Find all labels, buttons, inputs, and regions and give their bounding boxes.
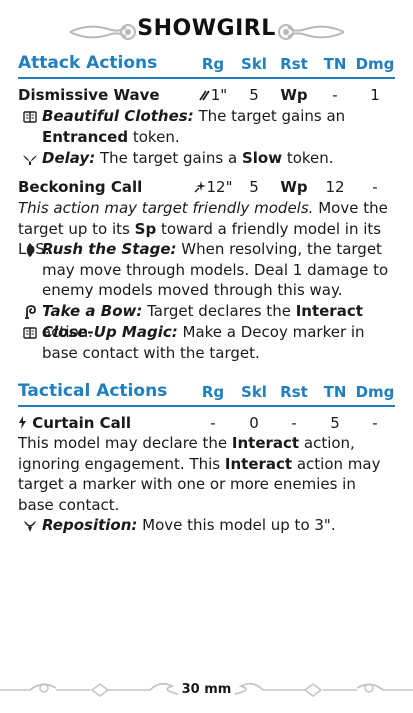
col-rst: Rst bbox=[280, 383, 308, 401]
col-dmg: Dmg bbox=[355, 383, 395, 401]
magic-icon bbox=[193, 181, 206, 193]
tactical-actions-heading: Tactical Actions bbox=[18, 381, 168, 401]
model-title: SHOWGIRL bbox=[137, 16, 276, 41]
desc-italic: This action may target friendly models. bbox=[18, 199, 314, 217]
damage-cell: 1 bbox=[370, 86, 380, 104]
trigger-keyword: Interact bbox=[295, 302, 363, 320]
action-row: Beckoning Call 12" 5 Wp 12 - bbox=[18, 178, 395, 198]
desc-text: Move the target up to its bbox=[18, 199, 388, 238]
trigger: Take a Bow: Target declares the Interact… bbox=[18, 301, 395, 341]
trigger-desc: Target declares the bbox=[142, 302, 296, 320]
range-cell: 12" bbox=[190, 178, 236, 196]
trigger-desc: action. bbox=[42, 322, 93, 341]
trigger-name: Delay: bbox=[42, 149, 96, 167]
trigger-desc: token. bbox=[282, 149, 334, 167]
mask-icon bbox=[23, 327, 37, 339]
desc-text: This model may declare the bbox=[18, 434, 232, 452]
trigger: Delay: The target gains a Slow token. bbox=[18, 148, 395, 169]
trigger-text: Close-Up Magic: Make a Decoy marker in b… bbox=[42, 322, 395, 363]
desc-text: action, ignoring engagement. This bbox=[18, 434, 355, 473]
mask-icon bbox=[23, 111, 37, 123]
trigger-desc: Make a Decoy marker in base contact with… bbox=[42, 323, 365, 362]
tn-cell: 5 bbox=[330, 414, 340, 432]
col-skl: Skl bbox=[241, 55, 267, 73]
trigger: Close-Up Magic: Make a Decoy marker in b… bbox=[18, 322, 395, 364]
skill-cell: 5 bbox=[249, 86, 259, 104]
trigger-keyword: Entranced bbox=[42, 127, 129, 146]
right-flourish-icon bbox=[278, 24, 345, 40]
range-cell: 1" bbox=[193, 86, 233, 104]
action-description: This action may target friendly models. … bbox=[18, 198, 395, 260]
trigger-desc: token. bbox=[128, 127, 180, 146]
action-name-text: Curtain Call bbox=[32, 414, 132, 432]
trigger-text: Delay: The target gains a Slow token. bbox=[42, 148, 395, 169]
footer-flourish-right-icon bbox=[234, 682, 413, 697]
trigger: Rush the Stage: When resolving, the targ… bbox=[18, 239, 395, 301]
skill-cell: 0 bbox=[249, 414, 259, 432]
col-tn: TN bbox=[323, 383, 347, 401]
trigger-text: Rush the Stage: When resolving, the targ… bbox=[42, 239, 395, 301]
resist-cell: - bbox=[291, 414, 297, 432]
trigger-keyword: Slow bbox=[241, 149, 283, 167]
title-banner: SHOWGIRL bbox=[0, 12, 413, 48]
ram-icon bbox=[24, 521, 36, 532]
attack-actions-header: Attack Actions Rg Skl Rst TN Dmg bbox=[18, 53, 395, 79]
range-cell: - bbox=[210, 414, 216, 432]
col-rg: Rg bbox=[201, 383, 225, 401]
trigger-desc: The target gains an bbox=[193, 107, 346, 125]
desc-keyword: Sp bbox=[134, 219, 157, 238]
ram-icon bbox=[26, 243, 34, 257]
desc-text: toward a friendly model in its LoS. bbox=[18, 219, 382, 259]
footer-flourish-left-icon bbox=[0, 682, 179, 697]
trigger-desc: When resolving, the target may move thro… bbox=[42, 240, 389, 299]
trigger-name: Take a Bow: bbox=[42, 302, 143, 320]
crow-icon bbox=[23, 155, 37, 165]
trigger-text: Take a Bow: Target declares the Interact… bbox=[42, 301, 395, 342]
action-row: Dismissive Wave 1" 5 Wp - 1 bbox=[18, 86, 395, 106]
attack-actions-heading: Attack Actions bbox=[18, 53, 158, 73]
col-rst: Rst bbox=[280, 55, 308, 73]
skill-cell: 5 bbox=[249, 178, 259, 196]
trigger-name: Rush the Stage: bbox=[42, 240, 177, 258]
col-dmg: Dmg bbox=[355, 55, 395, 73]
tn-cell: - bbox=[332, 86, 338, 104]
base-size: 30 mm bbox=[181, 682, 232, 697]
action-name: Dismissive Wave bbox=[18, 86, 160, 104]
action-row: Curtain Call - 0 - 5 - bbox=[18, 414, 395, 434]
signature-icon bbox=[19, 416, 26, 429]
melee-icon bbox=[199, 90, 210, 101]
trigger-desc: Move this model up to 3". bbox=[137, 516, 336, 534]
tn-cell: 12 bbox=[325, 178, 345, 196]
trigger: Reposition: Move this model up to 3". bbox=[18, 515, 395, 536]
col-tn: TN bbox=[323, 55, 347, 73]
action-name: Curtain Call bbox=[18, 414, 131, 432]
col-skl: Skl bbox=[241, 383, 267, 401]
desc-text: action may target a marker with one or m… bbox=[18, 454, 381, 514]
trigger-text: Beautiful Clothes: The target gains an E… bbox=[42, 106, 395, 147]
trigger: Beautiful Clothes: The target gains an E… bbox=[18, 106, 395, 148]
range-value: 1" bbox=[210, 86, 228, 104]
trigger-name: Beautiful Clothes: bbox=[42, 107, 194, 125]
trigger-desc: The target gains a bbox=[95, 149, 242, 167]
resist-cell: Wp bbox=[280, 86, 308, 104]
desc-keyword: Interact bbox=[224, 454, 293, 473]
desc-keyword: Interact bbox=[231, 434, 300, 452]
range-value: 12" bbox=[206, 178, 233, 196]
trigger-name: Reposition: bbox=[42, 516, 138, 534]
col-rg: Rg bbox=[201, 55, 225, 73]
trigger-text: Reposition: Move this model up to 3". bbox=[42, 515, 395, 536]
damage-cell: - bbox=[372, 178, 378, 196]
action-name: Beckoning Call bbox=[18, 178, 143, 196]
trigger-name: Close-Up Magic: bbox=[42, 323, 178, 341]
damage-cell: - bbox=[372, 414, 378, 432]
left-flourish-icon bbox=[69, 24, 136, 40]
action-description: This model may declare the Interact acti… bbox=[18, 433, 395, 515]
tactical-actions-header: Tactical Actions Rg Skl Rst TN Dmg bbox=[18, 381, 395, 407]
resist-cell: Wp bbox=[280, 178, 308, 196]
footer: 30 mm bbox=[0, 670, 413, 710]
tome-icon bbox=[25, 305, 36, 319]
